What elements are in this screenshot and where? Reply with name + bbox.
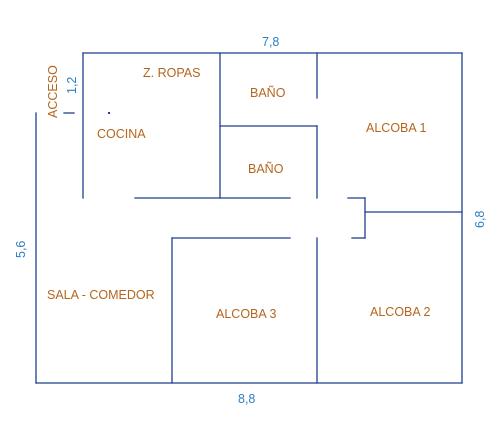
label-z-ropas: Z. ROPAS <box>143 66 200 80</box>
dimension-labels: 7,8 1,2 5,6 6,8 8,8 <box>14 35 487 406</box>
label-alcoba-2: ALCOBA 2 <box>370 305 430 319</box>
dimension-access: 1,2 <box>65 77 79 94</box>
kitchen-marker <box>108 112 110 114</box>
label-bano-mid: BAÑO <box>248 162 284 176</box>
walls <box>35 52 463 384</box>
label-sala-comedor: SALA - COMEDOR <box>47 288 155 302</box>
label-acceso: ACCESO <box>46 65 60 118</box>
label-alcoba-3: ALCOBA 3 <box>216 307 276 321</box>
dimension-bottom: 8,8 <box>238 392 255 406</box>
label-alcoba-1: ALCOBA 1 <box>366 121 426 135</box>
dimension-top: 7,8 <box>262 35 279 49</box>
room-labels: ACCESO Z. ROPAS BAÑO COCINA ALCOBA 1 BAÑ… <box>46 65 430 321</box>
label-cocina: COCINA <box>97 127 146 141</box>
dimension-left: 5,6 <box>14 241 28 258</box>
label-bano-top: BAÑO <box>250 86 286 100</box>
dimension-right: 6,8 <box>473 211 487 228</box>
